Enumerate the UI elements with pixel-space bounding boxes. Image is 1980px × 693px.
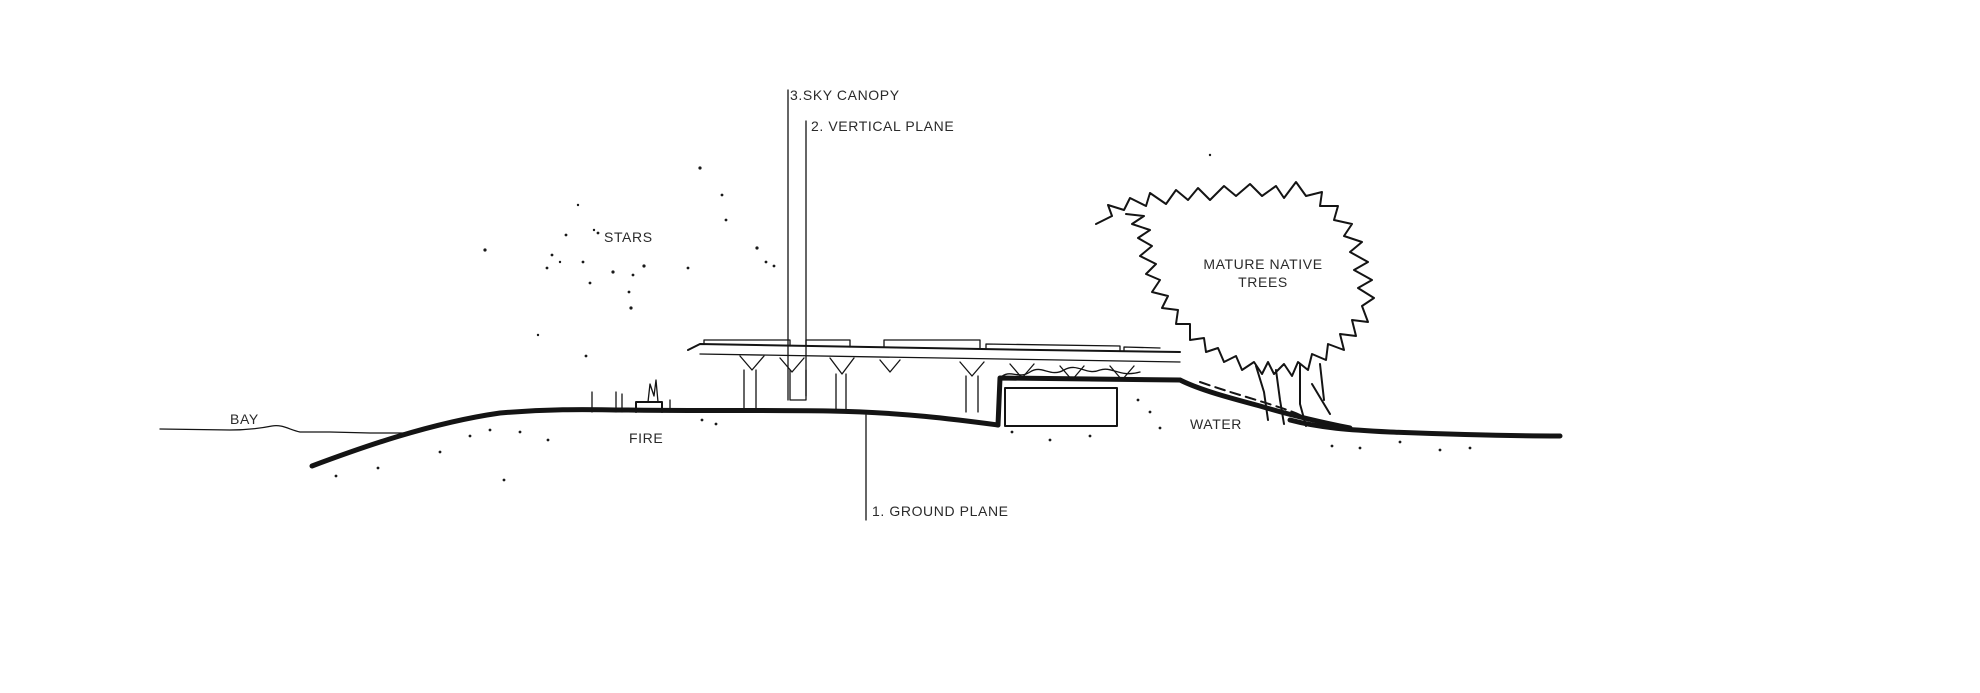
- tree-trunks: [1255, 363, 1331, 427]
- canopy-columns: [743, 369, 979, 413]
- label-mature-trees-2: TREES: [1238, 274, 1288, 290]
- label-water: WATER: [1190, 416, 1242, 432]
- label-bay: BAY: [230, 411, 259, 427]
- sky-canopy-underside: [699, 353, 1181, 363]
- ground-plane-line: [309, 407, 1001, 469]
- label-stars: STARS: [604, 229, 653, 245]
- bay-waterline: [159, 424, 411, 434]
- roof-scribble: [999, 366, 1141, 379]
- tree-canopy: [1095, 181, 1375, 377]
- sky-canopy-roof: [687, 343, 1181, 353]
- lower-box: [1004, 387, 1118, 427]
- ground-stipple: [334, 398, 1472, 482]
- label-sky-canopy: 3.SKY CANOPY: [790, 87, 900, 103]
- stars-dots: [483, 153, 1212, 358]
- fire-pit: [635, 401, 663, 413]
- fire-flames: [647, 379, 659, 403]
- ground-right: [1287, 417, 1563, 439]
- fire-posts: [591, 391, 671, 413]
- water-slope-dashed: [1199, 381, 1301, 416]
- label-fire: FIRE: [629, 430, 663, 446]
- vertical-plane-box: [789, 369, 807, 401]
- canopy-panels: [703, 339, 1161, 352]
- terrace-slab: [995, 375, 1183, 428]
- canopy-brackets: [739, 355, 1135, 381]
- label-ground-plane: 1. GROUND PLANE: [872, 503, 1009, 519]
- label-vertical-plane: 2. VERTICAL PLANE: [811, 118, 954, 134]
- label-mature-trees-1: MATURE NATIVE: [1203, 256, 1322, 272]
- slope-to-water: [1177, 377, 1353, 431]
